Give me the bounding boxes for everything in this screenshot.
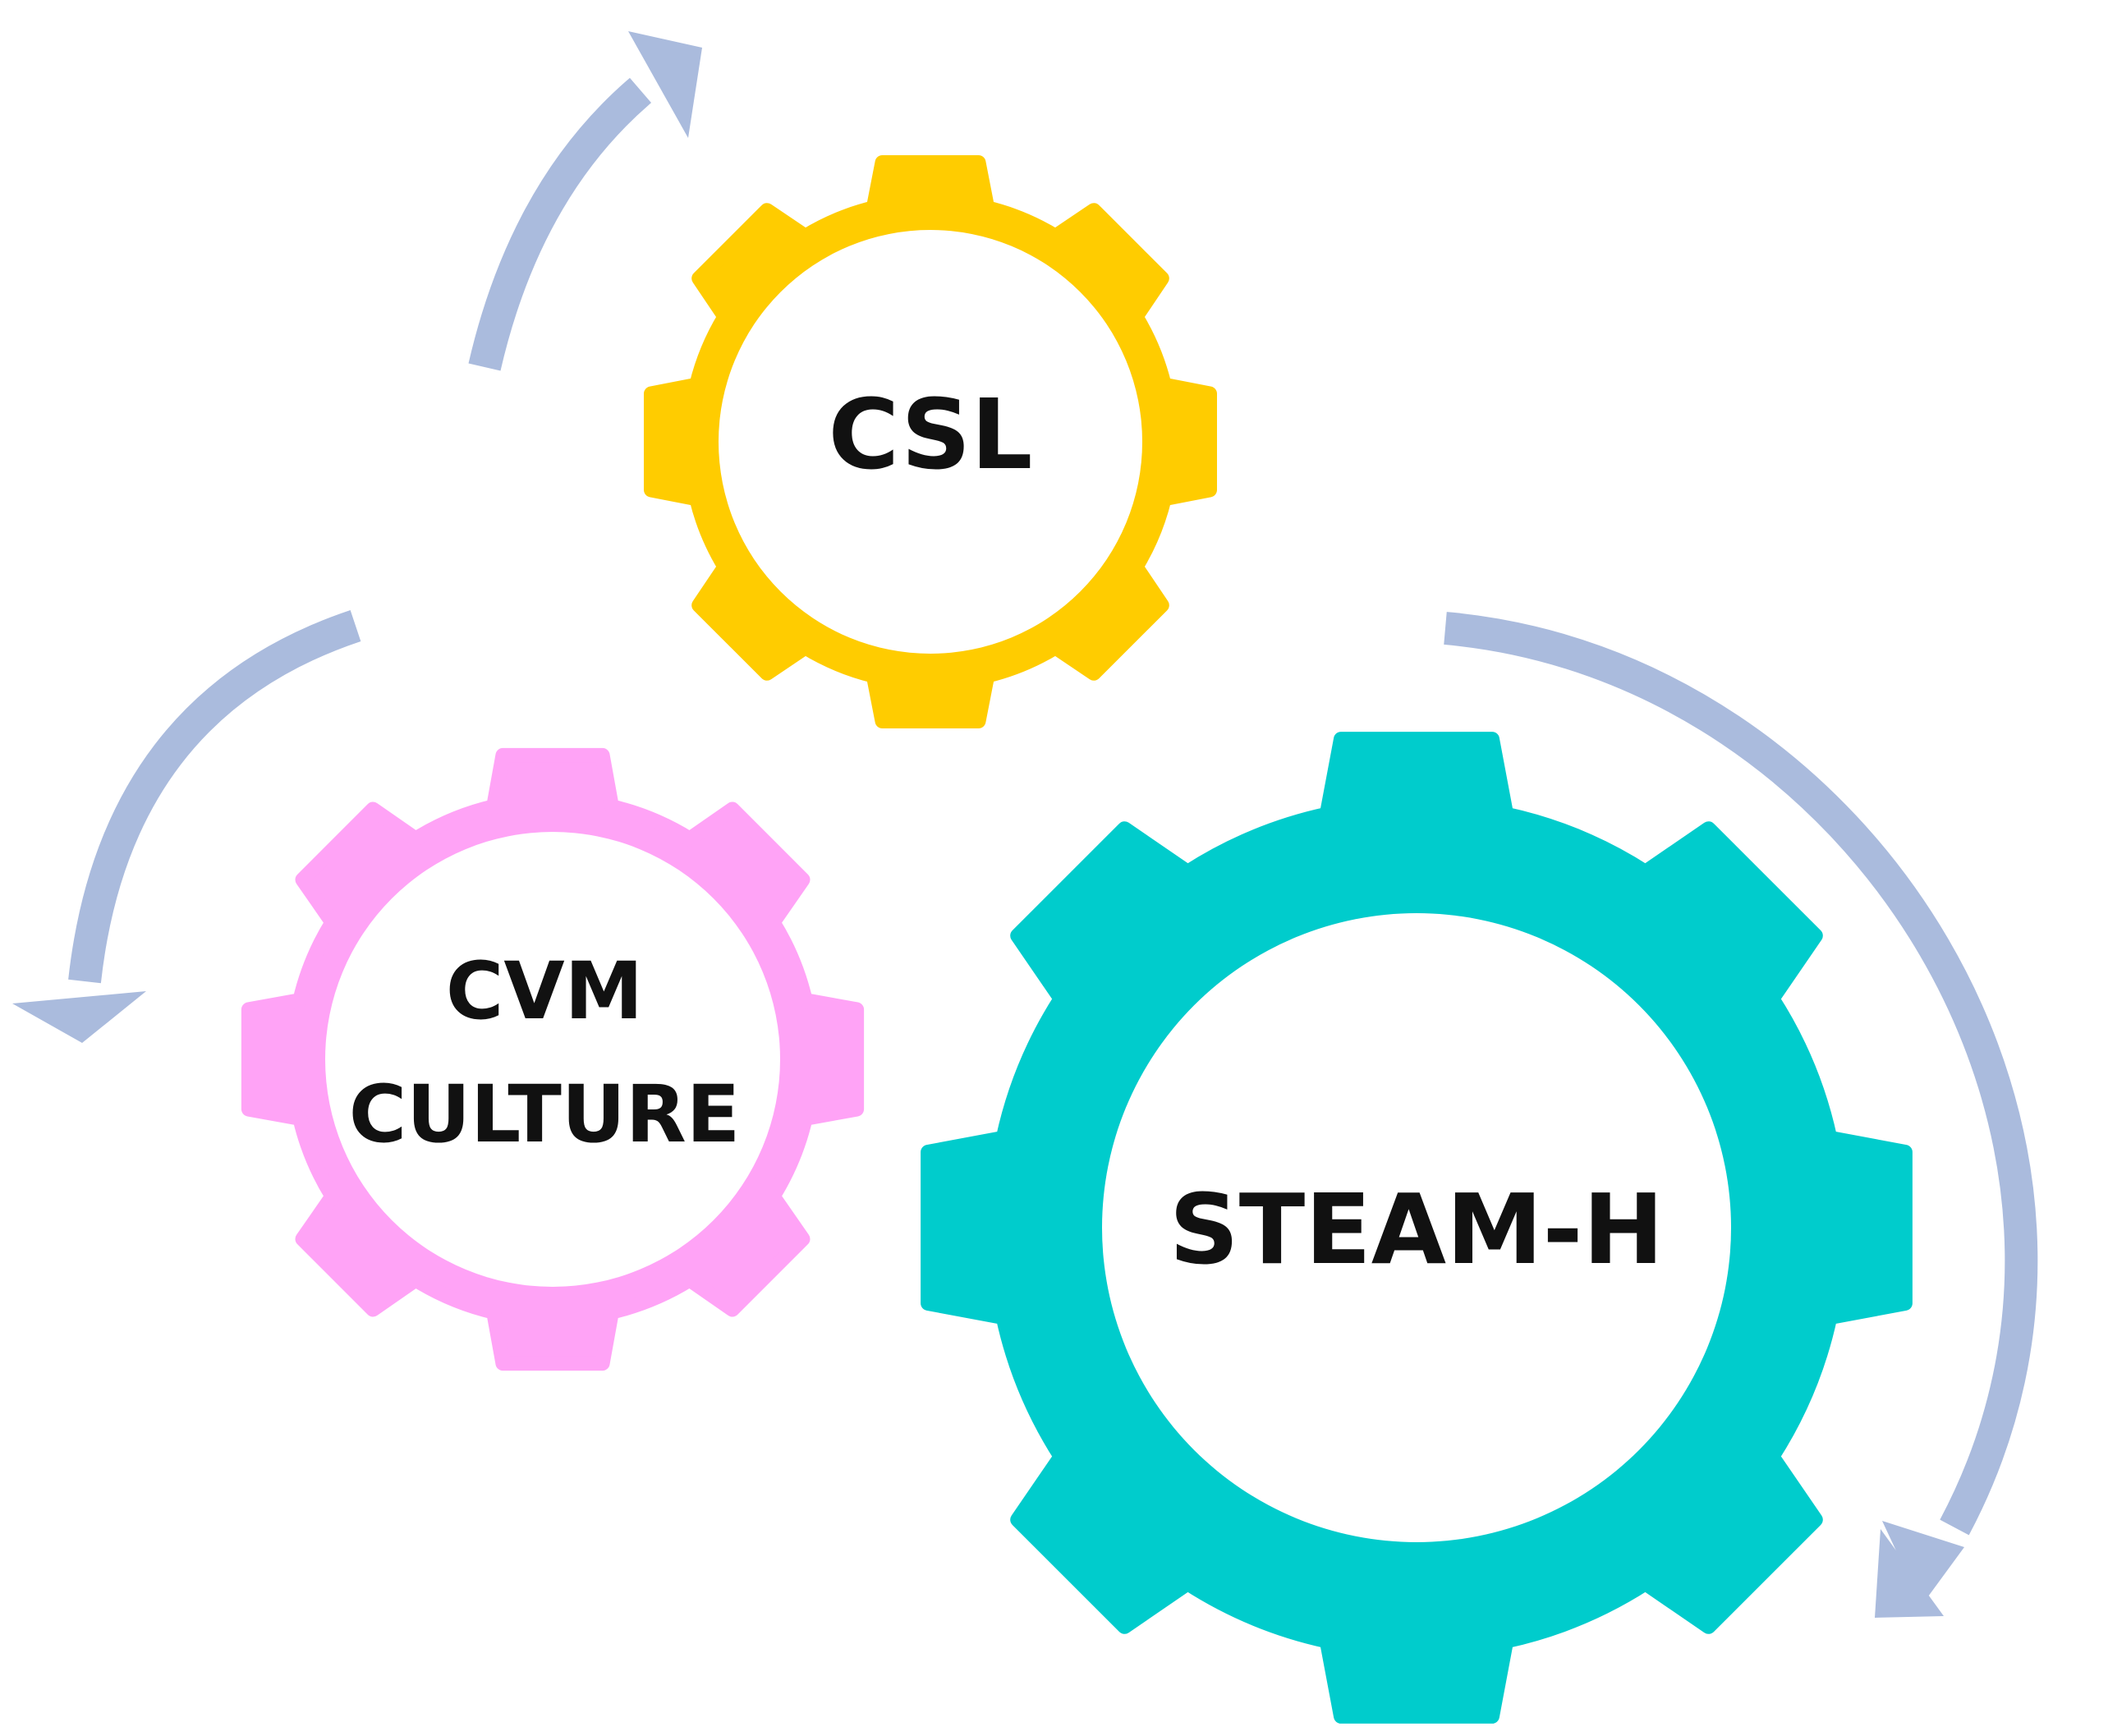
gear-csl-hole <box>719 230 1142 654</box>
arrow-left-arc <box>68 610 361 984</box>
arrow-right <box>1444 612 2038 1618</box>
arrow-right-head-b <box>1882 1521 1964 1605</box>
gear-csl-label: CSL <box>829 378 1033 491</box>
gear-csl: CSL <box>644 155 1217 728</box>
gear-cvm-culture-label-line1: CVM <box>446 945 643 1037</box>
arrow-left <box>12 610 361 1043</box>
gear-cvm-culture-label-line2: CULTURE <box>349 1068 741 1160</box>
gear-cvm-culture: CVM CULTURE <box>241 747 865 1371</box>
arrow-top-arc <box>468 77 652 371</box>
gear-steam-h-hole <box>1102 913 1731 1542</box>
gear-cvm-culture-hole <box>325 832 780 1287</box>
arrow-top <box>468 31 702 371</box>
arrow-right-arc <box>1444 612 2038 1536</box>
gear-steam-h: STEAM-H <box>921 732 1913 1724</box>
gear-steam-h-label: STEAM-H <box>1169 1173 1665 1286</box>
arrow-top-head <box>628 31 702 138</box>
arrow-left-head <box>12 991 146 1043</box>
